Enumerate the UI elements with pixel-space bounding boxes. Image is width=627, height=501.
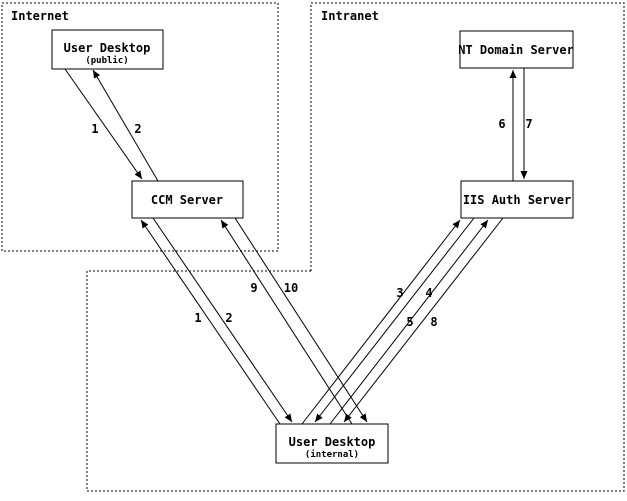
step-label-4: 4 <box>425 286 432 300</box>
arrow-10-ccm-to-internal-desktop <box>234 217 368 423</box>
step-label-2-public: 2 <box>134 122 141 136</box>
user-desktop-internal-title: User Desktop <box>289 435 376 449</box>
user-desktop-internal-subtitle: (internal) <box>305 449 359 460</box>
arrow-2-ccm-to-internal-desktop <box>152 217 293 423</box>
step-label-7: 7 <box>525 117 532 131</box>
node-user-desktop-internal: User Desktop (internal) <box>275 423 389 464</box>
arrow-9-internal-desktop-to-ccm <box>220 219 353 425</box>
ccm-server-box <box>131 180 244 219</box>
step-label-5: 5 <box>406 315 413 329</box>
nt-domain-server-box <box>459 30 574 69</box>
internet-zone-label: Internet <box>11 9 69 23</box>
user-desktop-public-subtitle: (public) <box>85 55 128 66</box>
arrow-3-internal-desktop-to-iis <box>301 219 461 425</box>
intranet-internal-zone-border <box>86 2 625 492</box>
node-iis-auth-server: IIS Auth Server <box>460 180 574 219</box>
intranet-zone-label: Intranet <box>321 9 379 23</box>
iis-auth-server-box <box>460 180 574 219</box>
step-label-1-internal: 1 <box>194 311 201 325</box>
arrow-4-iis-to-internal-desktop <box>314 217 475 423</box>
arrow-8-iis-to-internal-desktop <box>343 217 504 423</box>
step-label-8: 8 <box>430 315 437 329</box>
user-desktop-public-box <box>51 29 164 70</box>
node-nt-domain-server: NT Domain Server <box>458 30 574 69</box>
node-user-desktop-public: User Desktop (public) <box>51 29 164 70</box>
nt-domain-server-title: NT Domain Server <box>458 43 574 57</box>
user-desktop-internal-box <box>275 423 389 464</box>
arrow-1-public-desktop-to-ccm <box>64 68 143 180</box>
step-label-6: 6 <box>498 117 505 131</box>
arrow-5-internal-desktop-to-iis <box>329 219 489 425</box>
node-ccm-server: CCM Server <box>131 180 244 219</box>
ccm-server-title: CCM Server <box>151 193 223 207</box>
internet-zone-border <box>1 2 279 252</box>
arrow-2-ccm-to-public-desktop <box>92 69 159 182</box>
arrow-1-internal-desktop-to-ccm <box>140 219 281 425</box>
step-label-1-public: 1 <box>91 122 98 136</box>
step-label-2-internal: 2 <box>225 311 232 325</box>
step-label-3: 3 <box>396 286 403 300</box>
step-label-10: 10 <box>284 281 298 295</box>
user-desktop-public-title: User Desktop <box>64 41 151 55</box>
step-label-9: 9 <box>250 281 257 295</box>
iis-auth-server-title: IIS Auth Server <box>463 193 571 207</box>
